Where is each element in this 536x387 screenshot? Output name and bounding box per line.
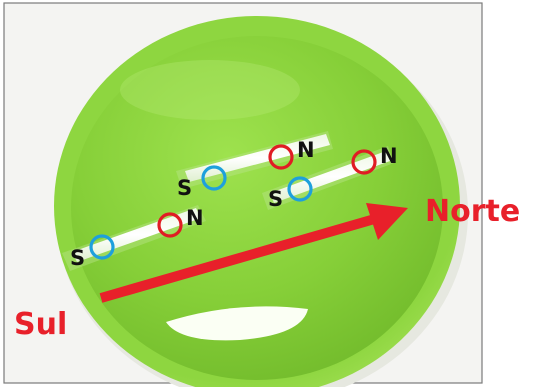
light-reflection: [166, 306, 308, 341]
green-dish: [71, 36, 443, 380]
magnet-strip-lower: [62, 205, 206, 271]
south-pole-marker: [89, 234, 115, 260]
north-pole-letter: N: [186, 206, 204, 230]
south-pole-letter: S: [177, 176, 192, 200]
south-pole-marker: [201, 165, 227, 191]
south-pole-letter: S: [268, 187, 283, 211]
magnet-strip-right: [262, 146, 394, 210]
south-pole-letter: S: [70, 246, 85, 270]
north-pole-marker: [351, 149, 377, 175]
north-label: Norte: [425, 194, 520, 229]
direction-arrow: [99, 203, 408, 303]
north-pole-marker: [268, 144, 294, 170]
south-pole-marker: [287, 176, 313, 202]
north-pole-letter: N: [380, 144, 398, 168]
north-pole-marker: [157, 212, 183, 238]
north-pole-letter: N: [297, 138, 315, 162]
dish-glare: [120, 60, 300, 120]
south-label: Sul: [14, 307, 67, 342]
